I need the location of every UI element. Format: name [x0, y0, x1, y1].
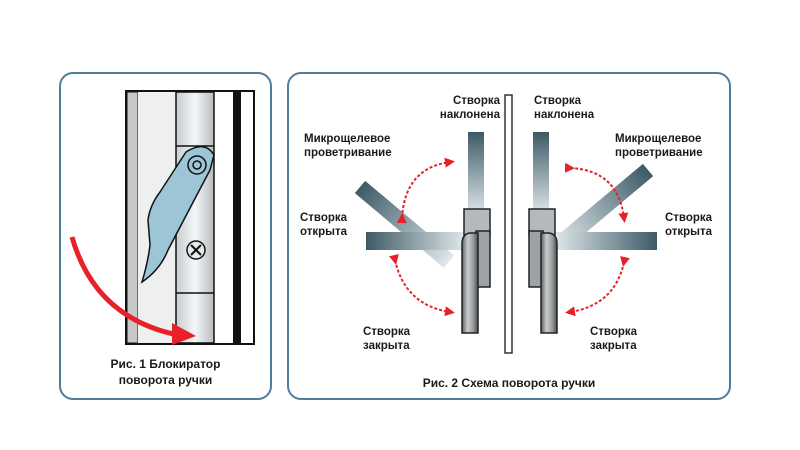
right-label-open-line2: открыта [665, 226, 712, 238]
left-position-tilted [468, 132, 484, 214]
right-label-tilted-line2: наклонена [534, 109, 595, 121]
right-position-open [555, 232, 657, 250]
right-label-micro-vent: Микрощелевое проветривание [615, 132, 703, 160]
right-position-tilted [533, 132, 549, 214]
figure1-caption-line1: Рис. 1 Блокиратор [110, 357, 221, 371]
left-label-tilted: Створка наклонена [420, 94, 500, 122]
center-frame-profile [504, 94, 513, 354]
figure2-illustration [354, 94, 657, 354]
left-label-open: Створка открыта [300, 211, 347, 239]
left-label-micro-vent-line2: проветривание [304, 147, 392, 159]
figure2-caption: Рис. 2 Схема поворота ручки [422, 376, 596, 390]
right-label-closed-line1: Створка [590, 326, 638, 338]
left-label-open-line2: открыта [300, 226, 347, 238]
left-arrow-open-closed [389, 254, 455, 317]
right-label-micro-vent-line2: проветривание [615, 147, 703, 159]
left-label-tilted-line1: Створка [452, 95, 500, 107]
left-label-closed: Створка закрыта [363, 325, 410, 353]
right-label-closed: Створка закрыта [590, 325, 637, 353]
frame-black-seal [233, 92, 241, 343]
right-label-micro-vent-line1: Микрощелевое [615, 133, 702, 145]
right-label-tilted-line1: Створка [534, 95, 582, 107]
left-label-closed-line1: Створка [363, 326, 411, 338]
right-label-open: Створка открыта [665, 211, 712, 239]
left-position-open [366, 232, 464, 250]
screw-icon [186, 240, 206, 260]
figure1-panel: Рис. 1 Блокиратор поворота ручки [59, 72, 272, 400]
blocker-latch [140, 146, 215, 284]
left-arrow-tilt-micro [396, 157, 455, 224]
figure2-panel: Рис. 2 Схема поворота ручки [287, 72, 731, 400]
right-arrow-tilt-micro [564, 162, 629, 223]
left-label-closed-line2: закрыта [363, 340, 410, 352]
right-handle-icon [528, 208, 558, 334]
left-label-micro-vent: Микрощелевое проветривание [304, 132, 392, 160]
left-label-open-line1: Створка [300, 212, 348, 224]
left-label-micro-vent-line1: Микрощелевое [304, 133, 391, 145]
figure1-illustration [69, 90, 255, 345]
left-handle-icon [461, 208, 491, 334]
rotation-arrow-icon [69, 236, 179, 338]
rotation-arrow-head [172, 323, 196, 345]
hinge-rail [175, 91, 215, 344]
figure1-caption-line2: поворота ручки [118, 373, 213, 387]
right-label-tilted: Створка наклонена [534, 94, 594, 122]
figure1-caption: Рис. 1 Блокиратор поворота ручки [61, 356, 270, 388]
right-arrow-open-closed [565, 256, 630, 317]
left-label-tilted-line2: наклонена [439, 109, 500, 121]
latch-pivot-icon [187, 155, 207, 175]
right-label-closed-line2: закрыта [590, 340, 637, 352]
right-label-open-line1: Створка [665, 212, 713, 224]
